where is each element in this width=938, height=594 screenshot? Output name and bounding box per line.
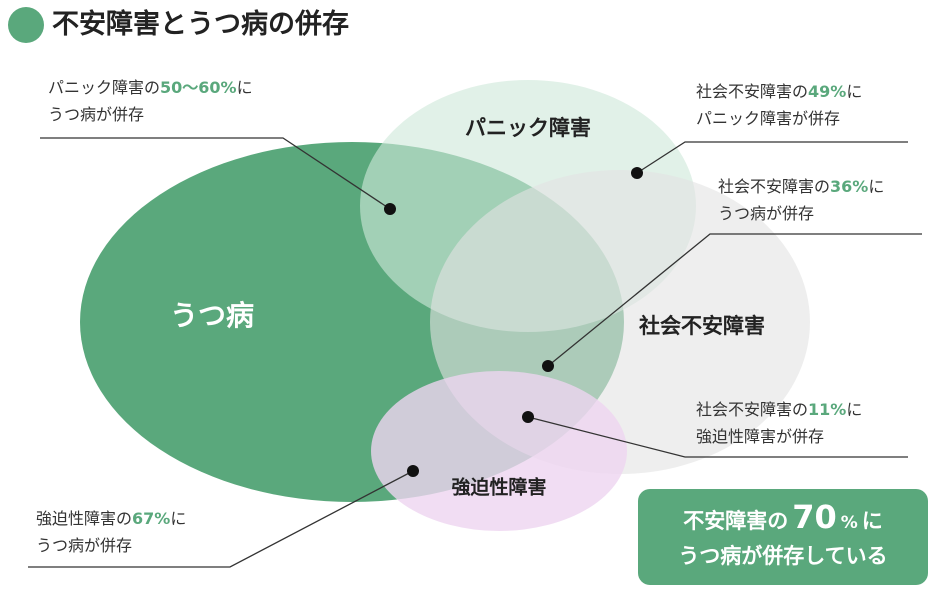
label-social-anxiety: 社会不安障害 <box>639 314 765 338</box>
annotation-social-dep: 社会不安障害の36%に うつ病が併存 <box>718 177 885 223</box>
leader-line-social-dep <box>547 233 922 367</box>
marker-social-ocd <box>522 411 534 423</box>
annotation-social-ocd: 社会不安障害の11%に 強迫性障害が併存 <box>696 400 863 446</box>
title-bullet <box>8 7 44 43</box>
page-title: 不安障害とうつ病の併存 <box>52 9 349 40</box>
marker-social-panic <box>631 167 643 179</box>
marker-panic-dep <box>384 203 396 215</box>
annotation-social-panic: 社会不安障害の49%に パニック障害が併存 <box>696 82 863 128</box>
leader-line-ocd-dep <box>28 470 414 568</box>
circle-ocd <box>371 371 627 531</box>
annotation-panic-dep: パニック障害の50〜60%に うつ病が併存 <box>48 78 253 124</box>
annotation-ocd-dep: 強迫性障害の67%に うつ病が併存 <box>36 509 187 555</box>
summary-line-2: うつ病が併存している <box>678 544 888 568</box>
leader-line-panic-dep <box>40 137 391 210</box>
leader-line-social-ocd <box>527 416 908 458</box>
label-ocd: 強迫性障害 <box>451 476 547 499</box>
label-depression: うつ病 <box>169 299 255 332</box>
label-panic: パニック障害 <box>465 116 591 140</box>
marker-social-dep <box>542 360 554 372</box>
marker-ocd-dep <box>407 465 419 477</box>
leader-line-social-panic <box>636 141 908 174</box>
